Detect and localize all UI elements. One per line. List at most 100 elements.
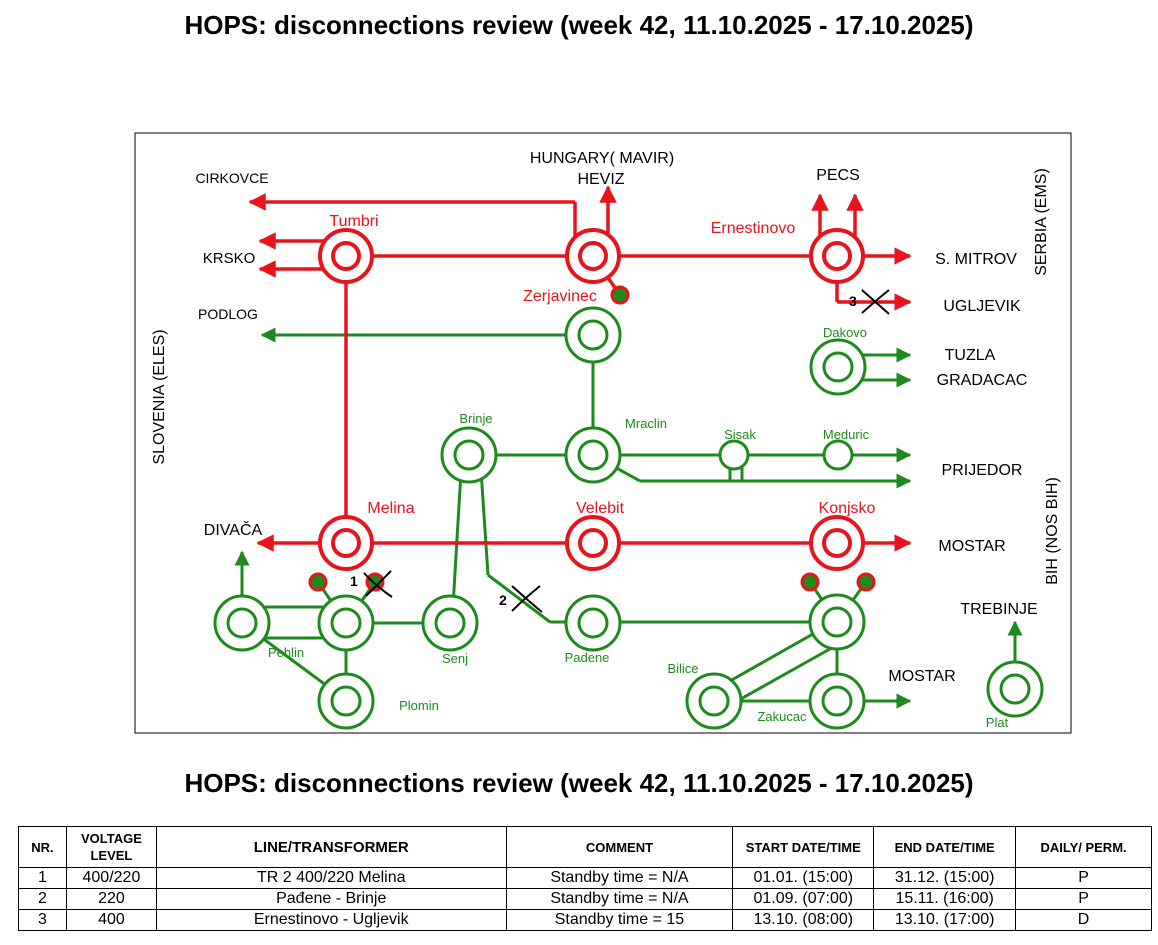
label-meduric: Meduric: [823, 427, 870, 442]
node-plomin: [317, 672, 375, 730]
header-daily: DAILY/ PERM.: [1015, 826, 1152, 868]
node-meduric: [822, 439, 854, 471]
label-zakucac: Zakucac: [757, 709, 807, 724]
cell-end: 15.11. (16:00): [873, 888, 1017, 910]
node-zerjavinec-400: [565, 228, 621, 284]
node-padene: [564, 594, 622, 652]
node-zakucac: [808, 672, 866, 730]
label-plomin: Plomin: [399, 698, 439, 713]
cell-start: 01.01. (15:00): [732, 867, 875, 889]
node-pehlin: [213, 594, 271, 652]
transformers: [308, 285, 876, 592]
header-voltage: VOLTAGE LEVEL: [65, 826, 157, 868]
marker-2: 2: [499, 592, 507, 608]
label-brinje: Brinje: [459, 411, 492, 426]
label-ernestinovo: Ernestinovo: [711, 220, 796, 237]
label-krsko: KRSKO: [203, 250, 256, 267]
node-konjsko: [809, 515, 865, 571]
label-dakovo: Dakovo: [823, 325, 867, 340]
transformer-zerjavinec: [610, 285, 630, 305]
table-title: HOPS: disconnections review (week 42, 11…: [184, 768, 974, 798]
cell-daily: D: [1015, 909, 1152, 931]
cell-daily: P: [1015, 888, 1152, 910]
region-hungary: HUNGARY( MAVIR): [530, 150, 674, 167]
node-konjsko-220: [808, 593, 866, 651]
header-nr: NR.: [18, 826, 67, 868]
disconnection-marks: [363, 289, 890, 613]
marker-1: 1: [350, 573, 358, 589]
cross-3-b: [861, 289, 890, 314]
node-mraclin: [564, 426, 622, 484]
node-zerjavinec-220: [564, 306, 622, 364]
label-plat: Plat: [986, 715, 1009, 730]
grid-diagram: 1 2 3 HUNGARY( MAVIR) SERBIA (EMS) SLOVE…: [134, 132, 1072, 734]
transformer-konjsko-2: [856, 572, 876, 592]
label-trebinje: TREBINJE: [960, 601, 1037, 618]
label-pehlin: Pehlin: [268, 645, 304, 660]
label-zerjavinec: Zerjavinec: [523, 288, 597, 305]
label-konjsko: Konjsko: [819, 500, 876, 517]
label-velebit: Velebit: [576, 500, 625, 517]
label-ugljevik: UGLJEVIK: [943, 298, 1021, 315]
label-mostar-2: MOSTAR: [888, 668, 955, 685]
header-end: END DATE/TIME: [873, 826, 1017, 868]
transformer-konjsko-1: [800, 572, 820, 592]
label-tuzla: TUZLA: [945, 347, 996, 364]
node-plat: [986, 660, 1044, 718]
cross-2-b: [511, 585, 541, 612]
cell-end: 31.12. (15:00): [873, 867, 1017, 889]
header-start: START DATE/TIME: [732, 826, 875, 868]
transformer-melina-1: [308, 572, 328, 592]
region-slovenia: SLOVENIA (ELES): [151, 329, 168, 464]
label-divaca: DIVAČA: [204, 520, 263, 539]
cell-line: TR 2 400/220 Melina: [155, 867, 507, 889]
label-cirkovce: CIRKOVCE: [195, 170, 268, 186]
label-padene: Padene: [565, 650, 610, 665]
table-row: 1 400/220 TR 2 400/220 Melina Standby ti…: [18, 867, 1152, 889]
table-row: 3 400 Ernestinovo - Ugljevik Standby tim…: [18, 909, 1152, 931]
cell-nr: 3: [18, 909, 67, 931]
label-melina: Melina: [367, 500, 414, 517]
label-pecs: PECS: [816, 167, 860, 184]
diagram-frame: [134, 132, 1072, 734]
cell-line: Pađene - Brinje: [155, 888, 507, 910]
label-mraclin: Mraclin: [625, 416, 667, 431]
cell-daily: P: [1015, 867, 1152, 889]
marker-3: 3: [849, 293, 857, 309]
table-header-row: NR. VOLTAGE LEVEL LINE/TRANSFORMER COMME…: [18, 826, 1152, 868]
cell-nr: 2: [18, 888, 67, 910]
cell-comment: Standby time = N/A: [505, 867, 734, 889]
region-serbia: SERBIA (EMS): [1033, 168, 1050, 276]
cell-comment: Standby time = N/A: [505, 888, 734, 910]
region-bih: BIH (NOS BIH): [1044, 477, 1061, 585]
label-s-mitrov: S. MITROV: [935, 251, 1017, 268]
table-row: 2 220 Pađene - Brinje Standby time = N/A…: [18, 888, 1152, 910]
cross-1-b: [365, 570, 392, 597]
cell-line: Ernestinovo - Ugljevik: [155, 909, 507, 931]
cross-2-a: [511, 585, 543, 613]
node-senj: [421, 594, 479, 652]
page-title: HOPS: disconnections review (week 42, 11…: [184, 10, 974, 40]
cell-start: 01.09. (07:00): [732, 888, 875, 910]
header-comment: COMMENT: [505, 826, 734, 868]
node-velebit: [565, 515, 621, 571]
cell-start: 13.10. (08:00): [732, 909, 875, 931]
cell-nr: 1: [18, 867, 67, 889]
label-gradacac: GRADACAC: [937, 372, 1028, 389]
node-ernestinovo: [809, 228, 865, 284]
cell-end: 13.10. (17:00): [873, 909, 1017, 931]
node-melina: [318, 515, 374, 571]
label-sisak: Sisak: [724, 427, 756, 442]
disconnections-table: NR. VOLTAGE LEVEL LINE/TRANSFORMER COMME…: [18, 826, 1152, 931]
label-mostar-1: MOSTAR: [938, 538, 1005, 555]
label-podlog: PODLOG: [198, 306, 258, 322]
node-melina-220: [317, 594, 375, 652]
cell-comment: Standby time = 15: [505, 909, 734, 931]
node-sisak: [718, 439, 750, 471]
node-tumbri: [318, 228, 374, 284]
node-brinje: [440, 426, 498, 484]
label-tumbri: Tumbri: [329, 213, 378, 230]
cell-voltage: 220: [65, 888, 157, 910]
node-dakovo: [809, 338, 867, 396]
cell-voltage: 400: [65, 909, 157, 931]
